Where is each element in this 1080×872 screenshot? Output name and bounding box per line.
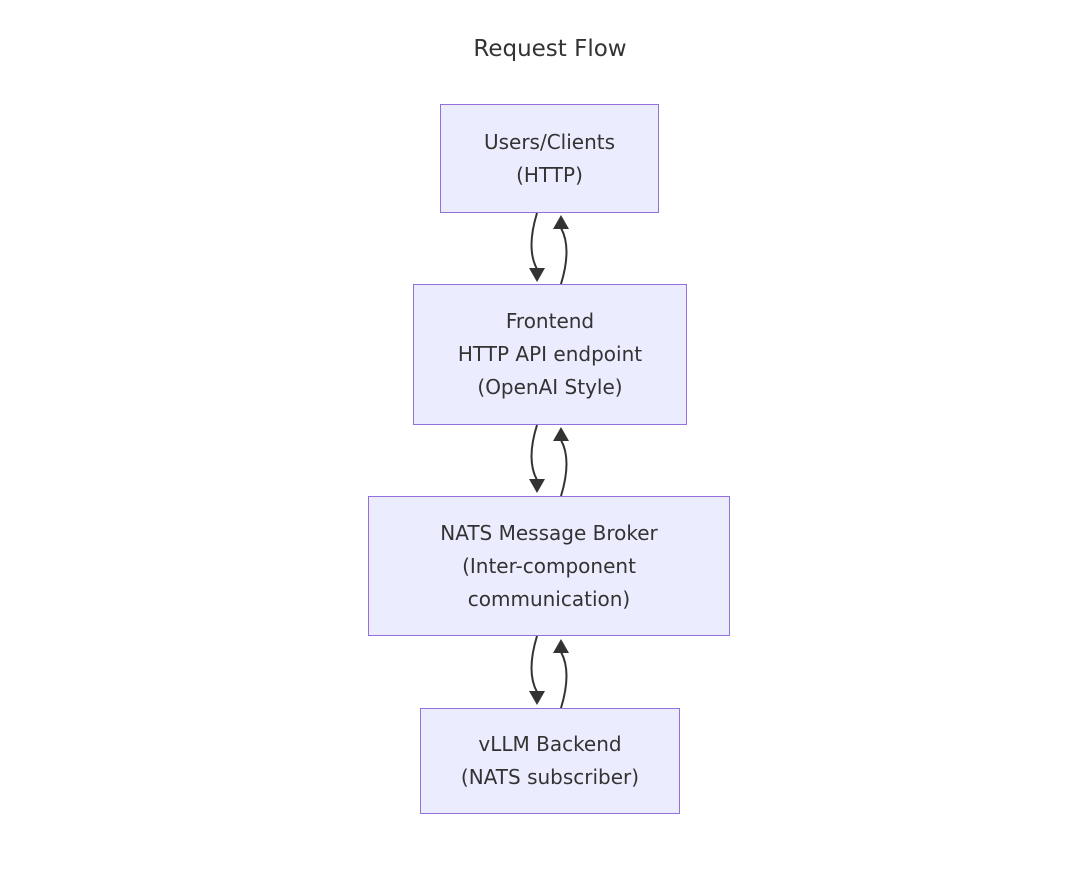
edge-line-up <box>560 651 568 709</box>
edge-line-down <box>530 635 538 693</box>
arrowhead-up-icon <box>553 427 569 441</box>
node-label-line: (HTTP) <box>516 162 583 187</box>
edge-line-up <box>560 439 568 497</box>
node-label-line: (OpenAI Style) <box>477 375 623 399</box>
node-label-line: Frontend <box>505 309 595 333</box>
arrowhead-down-icon <box>529 691 545 705</box>
node-label-line: communication) <box>467 586 631 611</box>
arrowhead-down-icon <box>529 479 545 493</box>
arrowhead-down-icon <box>529 268 545 282</box>
node-label-line: HTTP API endpoint <box>457 342 643 366</box>
node-label-line: Users/Clients <box>483 129 616 154</box>
node-users-clients: Users/Clients (HTTP) <box>440 104 659 213</box>
node-label-line: (Inter-component <box>462 553 636 578</box>
edge-nats-vllm <box>529 635 569 709</box>
arrowhead-up-icon <box>553 639 569 653</box>
node-nats-message-broker: NATS Message Broker (Inter-component com… <box>368 496 730 636</box>
node-label-line: NATS Message Broker <box>440 520 658 545</box>
node-frontend: Frontend HTTP API endpoint (OpenAI Style… <box>413 284 687 425</box>
node-label-line: vLLM Backend <box>478 732 622 756</box>
arrowhead-up-icon <box>553 215 569 229</box>
edge-line-down <box>530 212 538 270</box>
edge-line-down <box>530 424 538 481</box>
node-label-line: (NATS subscriber) <box>460 765 640 789</box>
edge-frontend-nats <box>529 424 569 497</box>
edge-line-up <box>560 227 568 285</box>
node-vllm-backend: vLLM Backend (NATS subscriber) <box>420 708 680 814</box>
edge-users-frontend <box>529 212 569 285</box>
diagram-title: Request Flow <box>473 36 627 62</box>
